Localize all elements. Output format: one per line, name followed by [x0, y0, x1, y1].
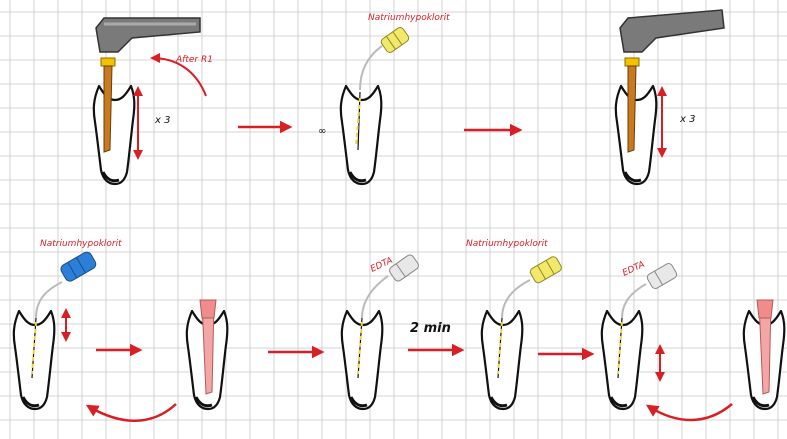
step-6-edta: EDTA — [342, 253, 420, 409]
handpiece-icon-2 — [620, 10, 724, 52]
loop-arrow-2 — [648, 404, 732, 420]
white-syringe-icon-2 — [646, 262, 678, 290]
hypochlorite-label-1: Natriumhypoklorit — [368, 13, 450, 23]
two-min-label: 2 min — [410, 321, 451, 336]
times3-label-a: x 3 — [154, 115, 170, 126]
yellow-syringe-icon — [380, 26, 410, 54]
step-5-paper-point — [187, 300, 228, 409]
svg-text:∞: ∞ — [318, 126, 326, 137]
yellow-syringe-icon-2 — [529, 255, 563, 284]
step-9-paper-point — [744, 300, 785, 409]
step-1-rotary-file: x 3 After R1 — [94, 18, 213, 184]
hypochlorite-label-2: Natriumhypoklorit — [40, 239, 122, 249]
loop-arrow-1 — [88, 404, 176, 421]
file-collar-icon — [101, 58, 115, 66]
hypochlorite-label-3: Natriumhypoklorit — [466, 239, 548, 249]
times3-label-b: x 3 — [679, 114, 695, 125]
after-r1-label: After R1 — [175, 55, 213, 65]
step-8-edta: EDTA — [602, 260, 678, 409]
step-2-irrigation: ∞ Natriumhypoklorit — [318, 13, 450, 184]
blue-syringe-icon — [59, 250, 97, 283]
white-syringe-icon — [388, 253, 420, 282]
